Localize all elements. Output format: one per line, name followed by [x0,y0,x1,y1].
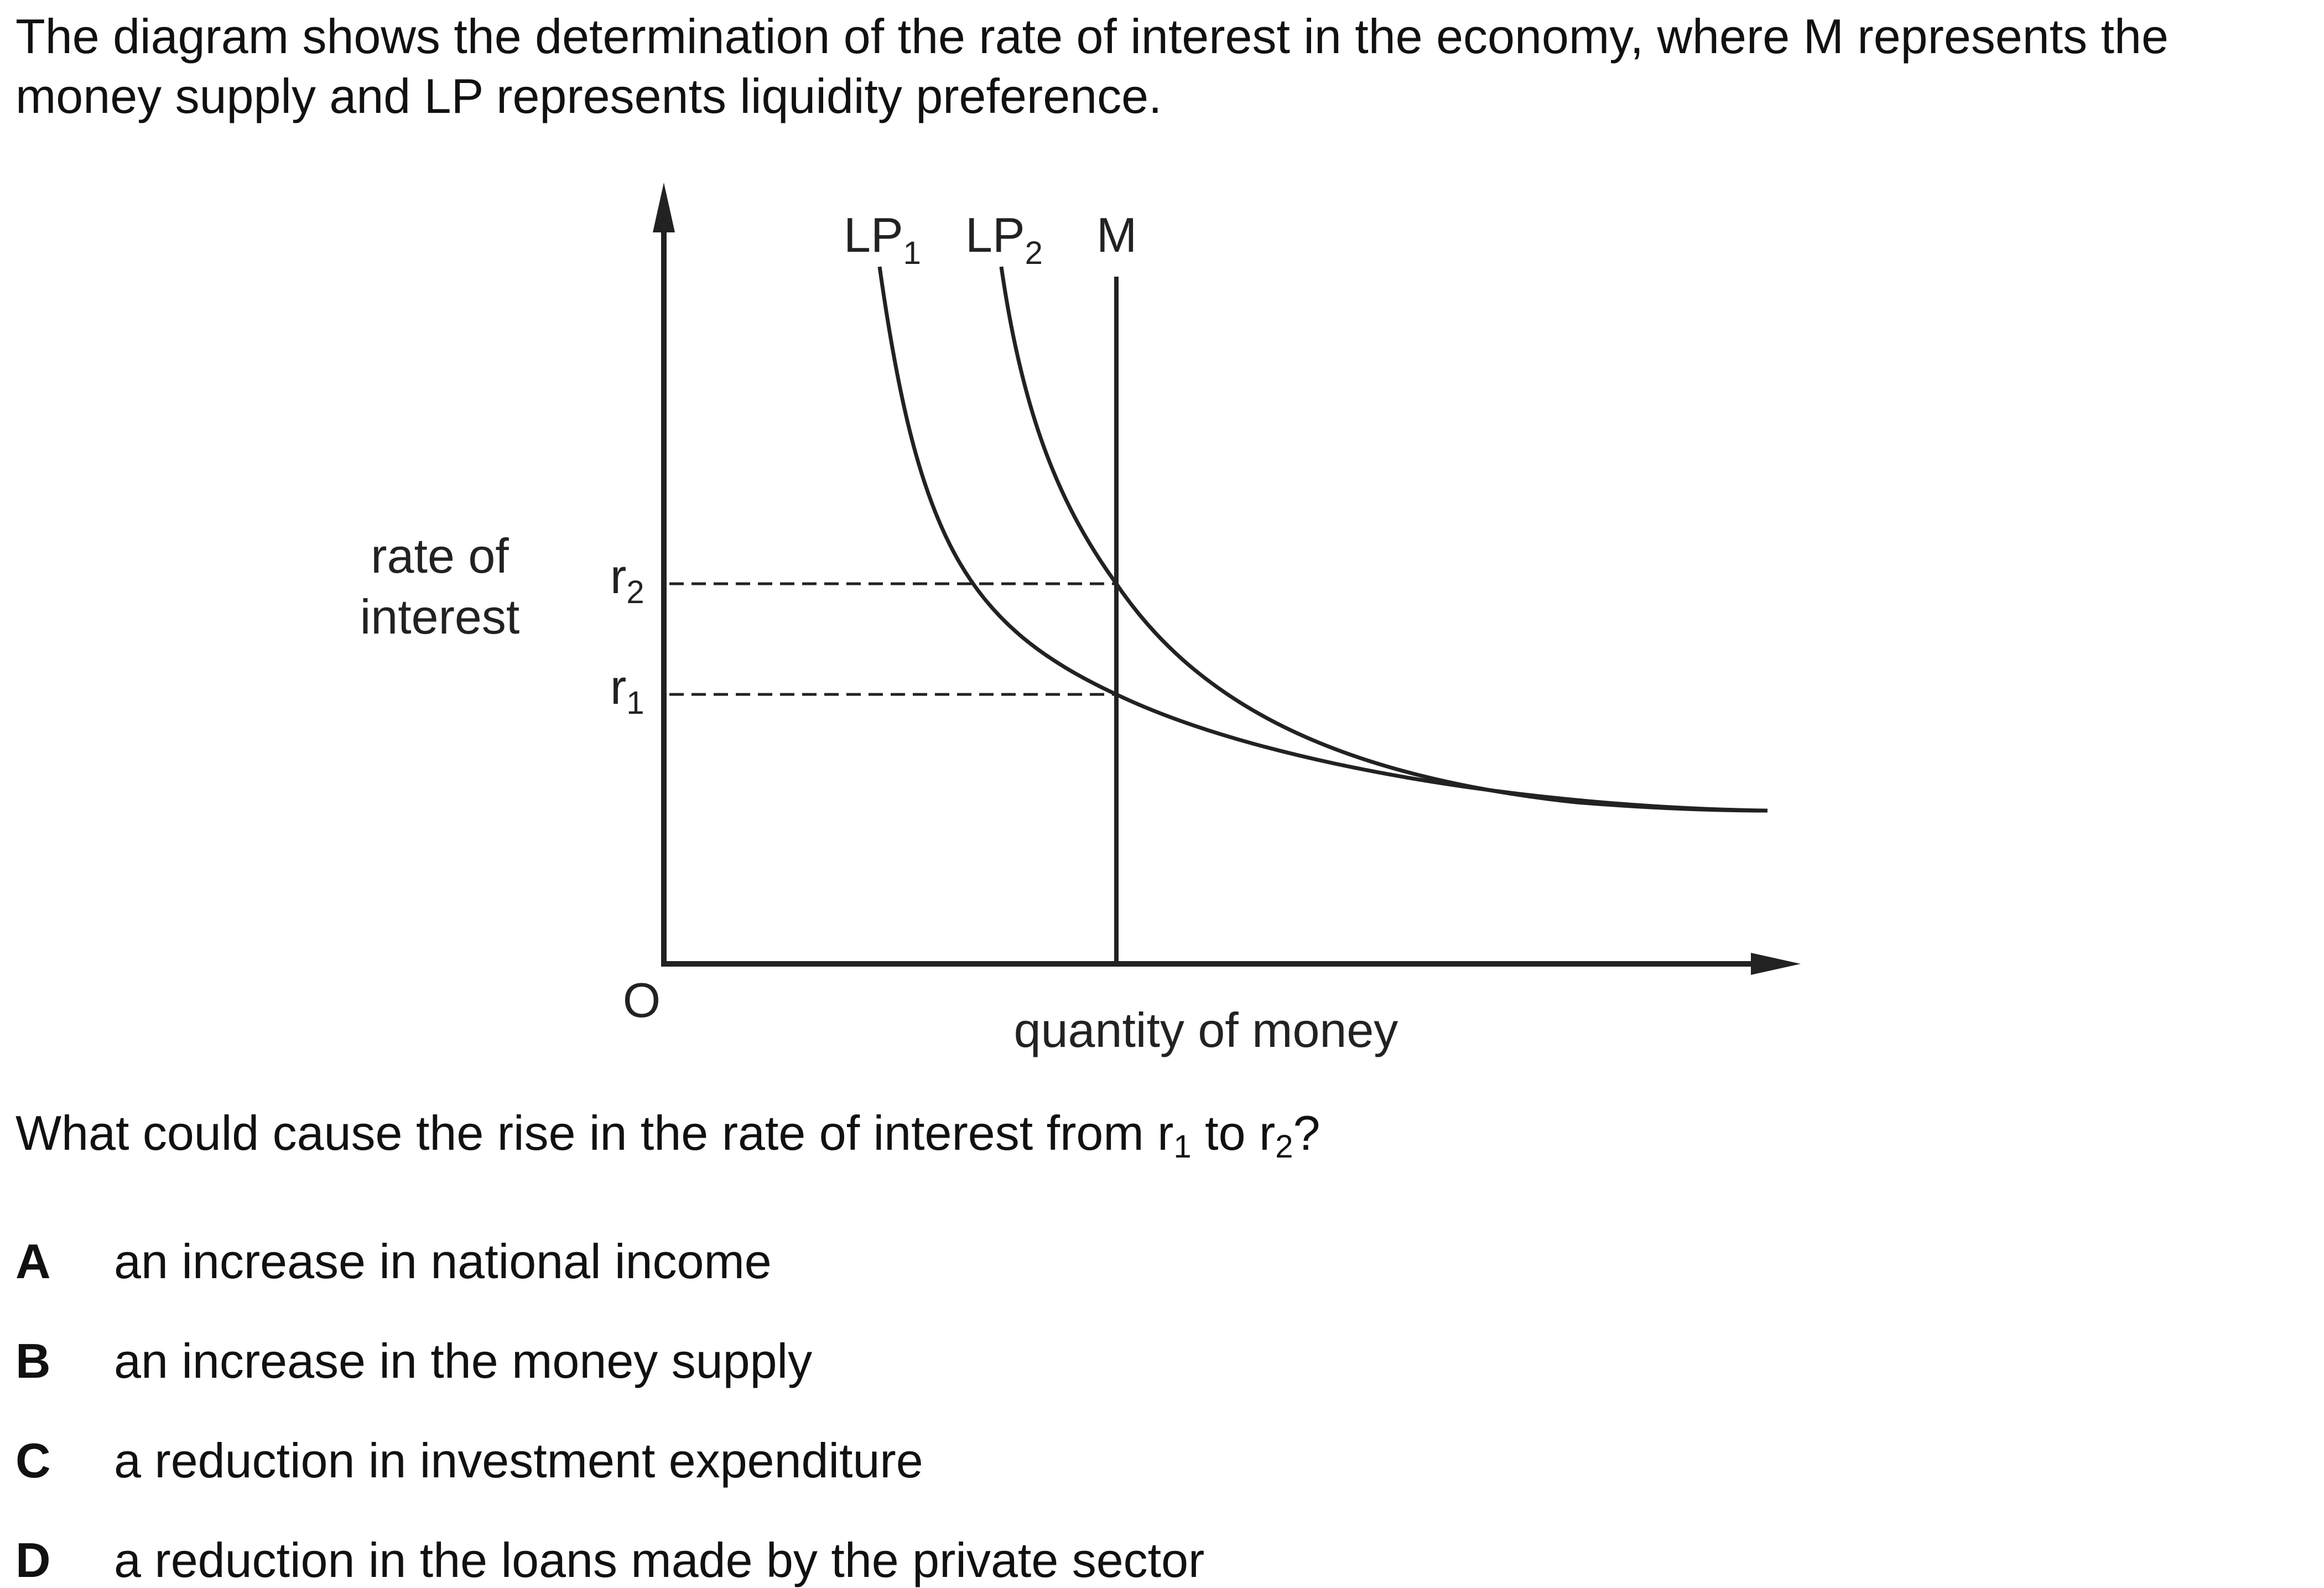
origin-label: O [623,973,661,1027]
option-text: an increase in national income [114,1234,772,1289]
lp1-curve [877,266,1768,813]
y-axis-label-line1: rate of [371,528,509,583]
r1-label: r1 [610,660,644,721]
option-text: an increase in the money supply [114,1333,813,1388]
lp2-label: LP2 [965,207,1043,271]
option-text: a reduction in investment expenditure [114,1433,923,1488]
x-axis-label: quantity of money [1014,1003,1398,1057]
lp1-label: LP1 [844,207,921,271]
lp2-curve [999,266,1768,813]
question-text: What could cause the rise in the rate of… [15,1106,1320,1165]
option-letter: B [15,1333,51,1388]
option-text: a reduction in the loans made by the pri… [114,1533,1205,1587]
r2-label: r2 [610,549,644,610]
m-label: M [1096,207,1137,262]
option-letter: A [15,1234,51,1289]
x-axis-arrowhead-icon [1751,953,1801,975]
y-axis-arrowhead-icon [653,183,675,232]
option-letter: D [15,1533,51,1587]
option-letter: C [15,1433,51,1488]
question-stem: The diagram shows the determination of t… [15,9,2169,123]
y-axis-label-line2: interest [360,589,520,644]
